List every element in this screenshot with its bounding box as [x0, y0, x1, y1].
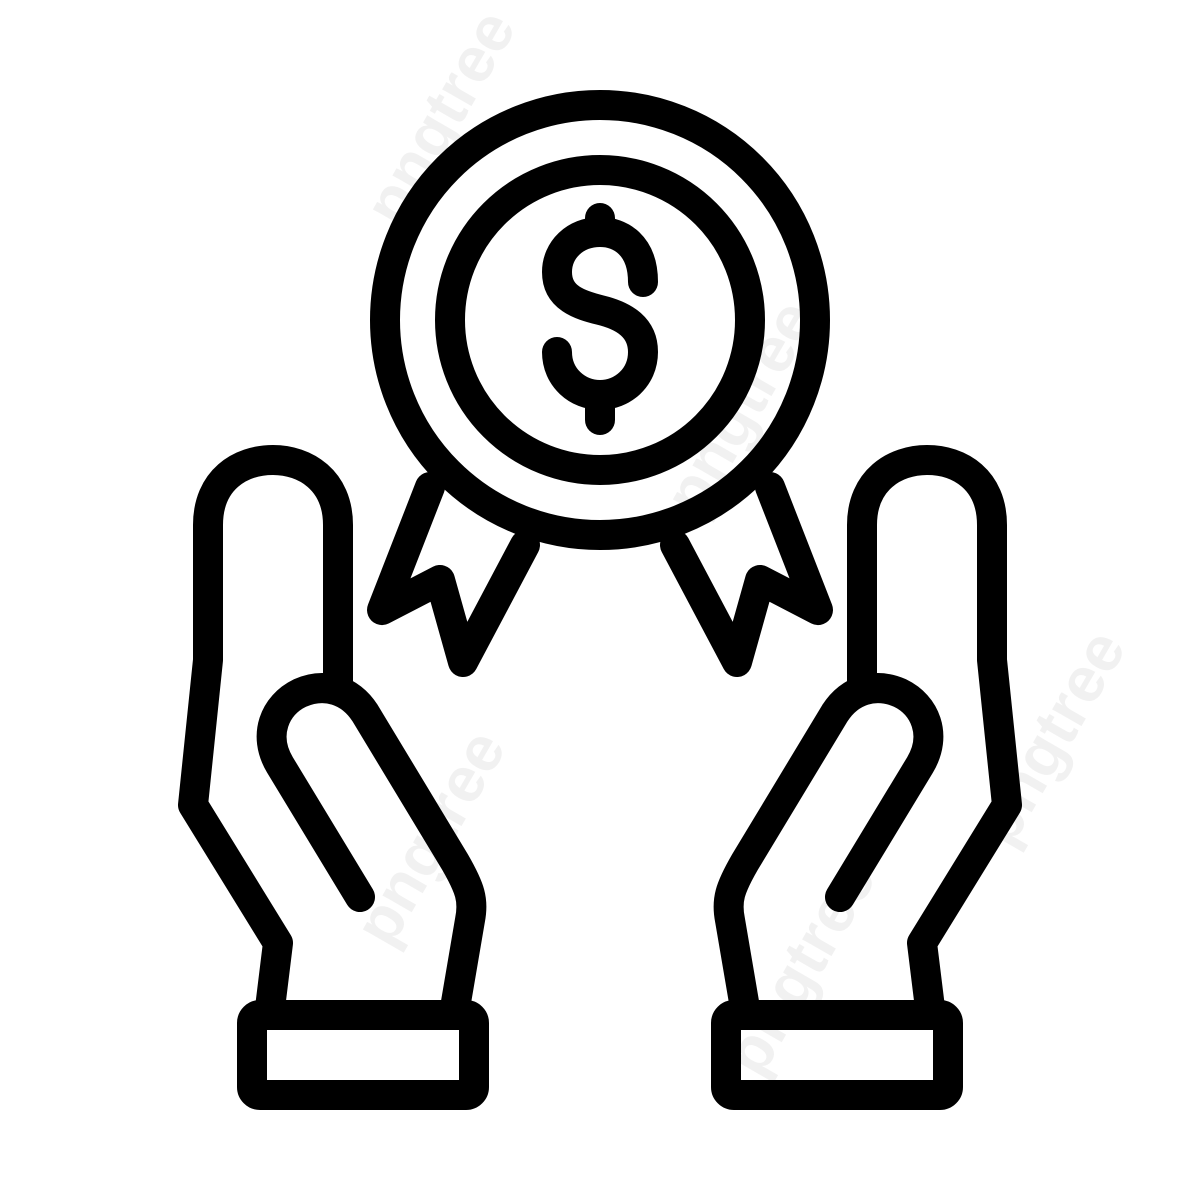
medal-inner-ring: [435, 155, 765, 485]
left-hand-icon: [178, 445, 489, 1110]
medal-icon: [370, 90, 830, 550]
ribbon-right: [660, 472, 833, 677]
dollar-sign-icon: [542, 203, 658, 435]
medal-outer-ring: [370, 90, 830, 550]
right-hand-icon: [711, 445, 1022, 1110]
ribbon-left: [367, 472, 540, 677]
